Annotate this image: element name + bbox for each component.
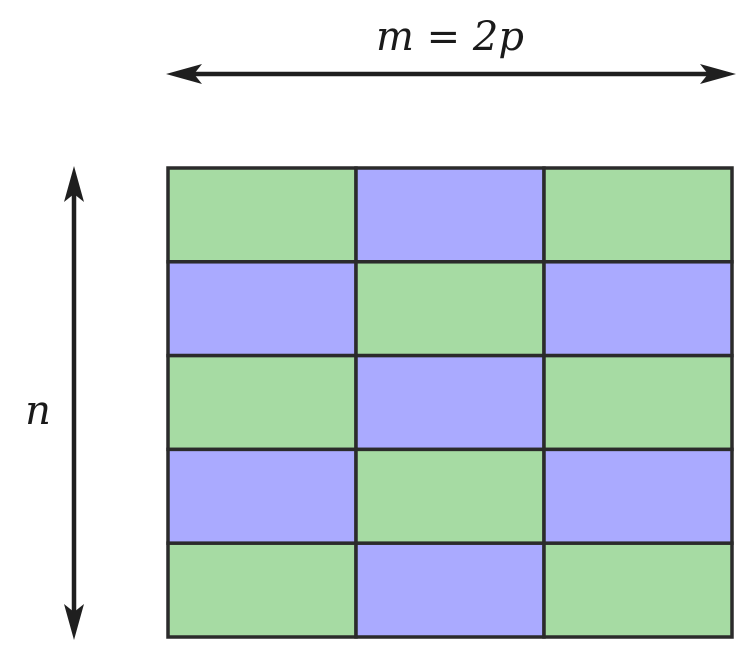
- tile-blue: [542, 260, 734, 358]
- tile-blue: [166, 447, 358, 545]
- height-arrow-top-head: [64, 166, 84, 202]
- height-arrow-bottom-head: [64, 604, 84, 640]
- width-arrow-right-head: [700, 64, 736, 84]
- tile-green: [166, 541, 358, 639]
- tile-grid: [166, 166, 734, 639]
- tile-green: [354, 447, 546, 545]
- tile-green: [542, 353, 734, 452]
- tile-green: [542, 541, 734, 639]
- tile-blue: [166, 260, 358, 358]
- width-label: m = 2p: [376, 14, 524, 60]
- tile-green: [354, 260, 546, 358]
- width-arrow-left-head: [166, 64, 202, 84]
- height-label: n: [25, 388, 51, 434]
- tile-green: [542, 166, 734, 264]
- tile-blue: [354, 353, 546, 452]
- tile-blue: [354, 166, 546, 264]
- width-arrow: [166, 64, 736, 84]
- tile-blue: [542, 447, 734, 545]
- tile-blue: [354, 541, 546, 639]
- tile-green: [166, 353, 358, 452]
- height-arrow: [64, 166, 84, 640]
- tile-green: [166, 166, 358, 264]
